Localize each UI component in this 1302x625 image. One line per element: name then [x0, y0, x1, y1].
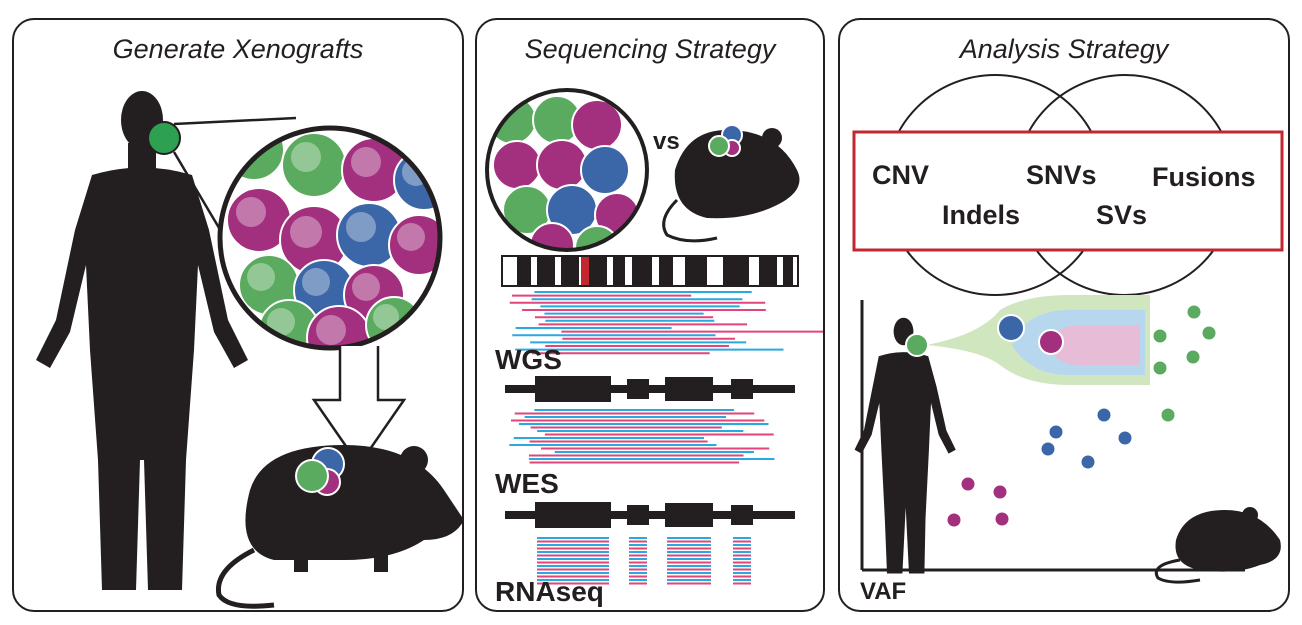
wes-reads — [509, 409, 775, 464]
variant-dot — [1118, 431, 1132, 445]
track-label-rnaseq: RNAseq — [495, 576, 604, 607]
panel-analysis-strategy: Analysis Strategy CNV SNVs Fus — [838, 18, 1290, 612]
variant-cnv: CNV — [872, 160, 930, 190]
variant-dot — [1041, 442, 1055, 456]
variant-dot — [1161, 408, 1175, 422]
xenograft-illustration — [36, 91, 462, 609]
mouse-icon — [1154, 507, 1281, 584]
variant-dot — [1081, 455, 1095, 469]
variant-snvs: SNVs — [1026, 160, 1097, 190]
human-icon — [854, 317, 956, 574]
human-icon — [36, 91, 248, 590]
variant-dot — [1049, 425, 1063, 439]
vs-label: vs — [653, 128, 680, 155]
analysis-illustration — [852, 74, 1284, 584]
variant-dot — [1153, 329, 1167, 343]
wgs-reads — [509, 291, 823, 355]
panel-title: Analysis Strategy — [959, 34, 1169, 64]
chromosome-bar — [501, 255, 799, 287]
panel-sequencing-strategy: Sequencing Strategy — [475, 18, 825, 612]
track-label-wgs: WGS — [495, 344, 562, 375]
rnaseq-reads — [537, 537, 751, 585]
tumor-cells-zoom — [220, 128, 440, 348]
track-label-wes: WES — [495, 468, 559, 499]
vaf-dots — [947, 305, 1216, 527]
variant-dot — [1097, 408, 1111, 422]
variant-indels: Indels — [942, 200, 1021, 230]
variant-dot — [961, 477, 975, 491]
axis-label-vaf: VAF — [860, 578, 907, 605]
panel-generate-xenografts: Generate Xenografts — [12, 18, 464, 612]
rnaseq-gene-model — [505, 502, 795, 528]
variant-dot — [1186, 350, 1200, 364]
variant-dot — [1187, 305, 1201, 319]
tumor-icon — [147, 121, 181, 155]
variant-dot — [993, 485, 1007, 499]
variant-svs: SVs — [1096, 200, 1148, 230]
variant-fusions: Fusions — [1152, 162, 1256, 192]
variant-dot — [947, 513, 961, 527]
wes-gene-model — [505, 376, 795, 402]
mouse-icon — [662, 128, 800, 243]
sequencing-illustration — [485, 88, 823, 585]
variant-dot — [1202, 326, 1216, 340]
variant-dot — [1153, 361, 1167, 375]
panel-title: Sequencing Strategy — [524, 34, 776, 64]
variant-dot — [995, 512, 1009, 526]
variant-types-box — [852, 130, 1284, 252]
tumor-cells-sample — [487, 90, 647, 250]
panel-title: Generate Xenografts — [112, 34, 364, 64]
